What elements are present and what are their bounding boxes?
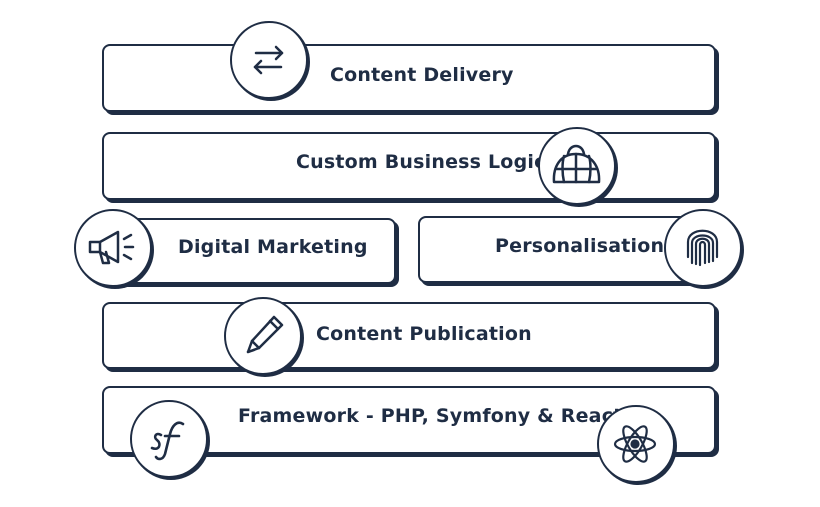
layer-content-publication (102, 302, 716, 369)
layer-framework-label: Framework - PHP, Symfony & React (238, 405, 623, 427)
duffel-bag-icon (538, 127, 616, 205)
layer-digital-marketing-label: Digital Marketing (178, 236, 368, 258)
fingerprint-icon (664, 209, 742, 287)
pencil-icon (224, 297, 302, 375)
layer-content-publication-label: Content Publication (316, 323, 532, 345)
layer-custom-business-logic-label: Custom Business Logic (296, 151, 546, 173)
layer-content-delivery-label: Content Delivery (330, 64, 514, 86)
arrows-exchange-icon (230, 21, 308, 99)
symfony-logo-icon (130, 400, 208, 478)
megaphone-icon (74, 209, 152, 287)
layer-content-delivery (102, 44, 716, 112)
react-atom-icon (597, 405, 675, 483)
layer-personalisation-label: Personalisation (495, 235, 665, 257)
